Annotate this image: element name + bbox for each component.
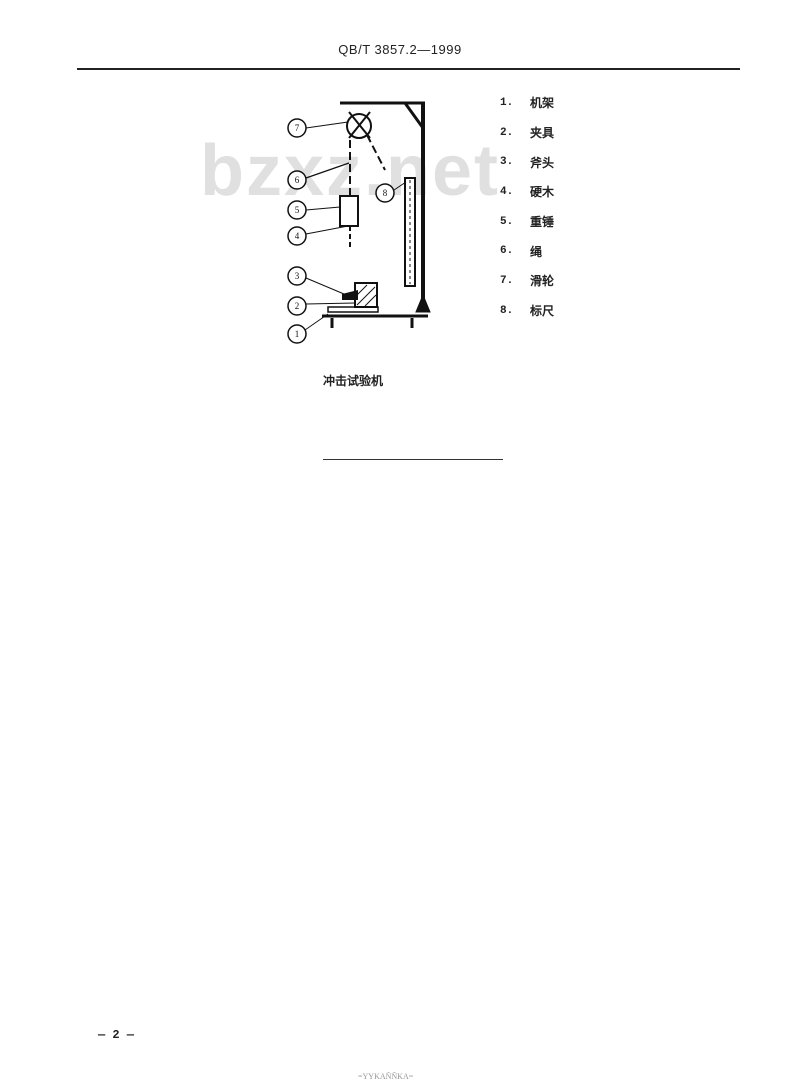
legend-number: 6. (500, 245, 514, 258)
legend-label: 斧头 (530, 155, 555, 170)
legend-item: 7. 滑轮 (500, 266, 554, 296)
legend-label: 重锤 (530, 215, 555, 230)
legend-item: 6. 绳 (500, 236, 554, 266)
callout-6: 6 (295, 175, 300, 185)
legend-item: 5. 重锤 (500, 207, 554, 237)
legend-label: 夹具 (530, 126, 555, 141)
legend-number: 4. (500, 185, 514, 198)
legend-label: 标尺 (530, 304, 555, 319)
callout-8: 8 (383, 188, 388, 198)
impact-tester-diagram: 7 6 5 4 3 2 1 8 (287, 101, 431, 344)
legend-number: 5. (500, 215, 514, 228)
page-number: — 2 — (98, 1028, 135, 1042)
callout-5: 5 (295, 205, 300, 215)
legend-number: 1. (500, 96, 514, 109)
legend-label: 硬木 (530, 185, 555, 200)
callout-1: 1 (295, 329, 300, 339)
legend-number: 2. (500, 126, 514, 139)
header-rule (77, 68, 740, 70)
footer-mark: =YYKAÑÑKA= (358, 1072, 414, 1081)
figure-caption: 冲击试验机 (323, 374, 384, 388)
end-rule (323, 459, 503, 460)
callout-4: 4 (295, 231, 300, 241)
callout-7: 7 (295, 123, 300, 133)
legend-item: 1. 机架 (500, 88, 554, 118)
legend-number: 7. (500, 274, 514, 287)
legend-item: 4. 硬木 (500, 177, 554, 207)
legend-number: 3. (500, 156, 514, 169)
callout-2: 2 (295, 301, 300, 311)
legend-number: 8. (500, 304, 514, 317)
legend-label: 滑轮 (530, 274, 555, 289)
legend-label: 机架 (530, 96, 555, 111)
figure-legend: 1. 机架 2. 夹具 3. 斧头 4. 硬木 5. 重锤 6. 绳 7. 滑轮 8. 标尺 (500, 88, 554, 326)
legend-item: 2. 夹具 (500, 118, 554, 148)
legend-label: 绳 (530, 244, 543, 259)
legend-item: 3. 斧头 (500, 147, 554, 177)
legend-item: 8. 标尺 (500, 296, 554, 326)
standard-code: QB/T 3857.2—1999 (338, 42, 462, 57)
callout-3: 3 (295, 271, 300, 281)
